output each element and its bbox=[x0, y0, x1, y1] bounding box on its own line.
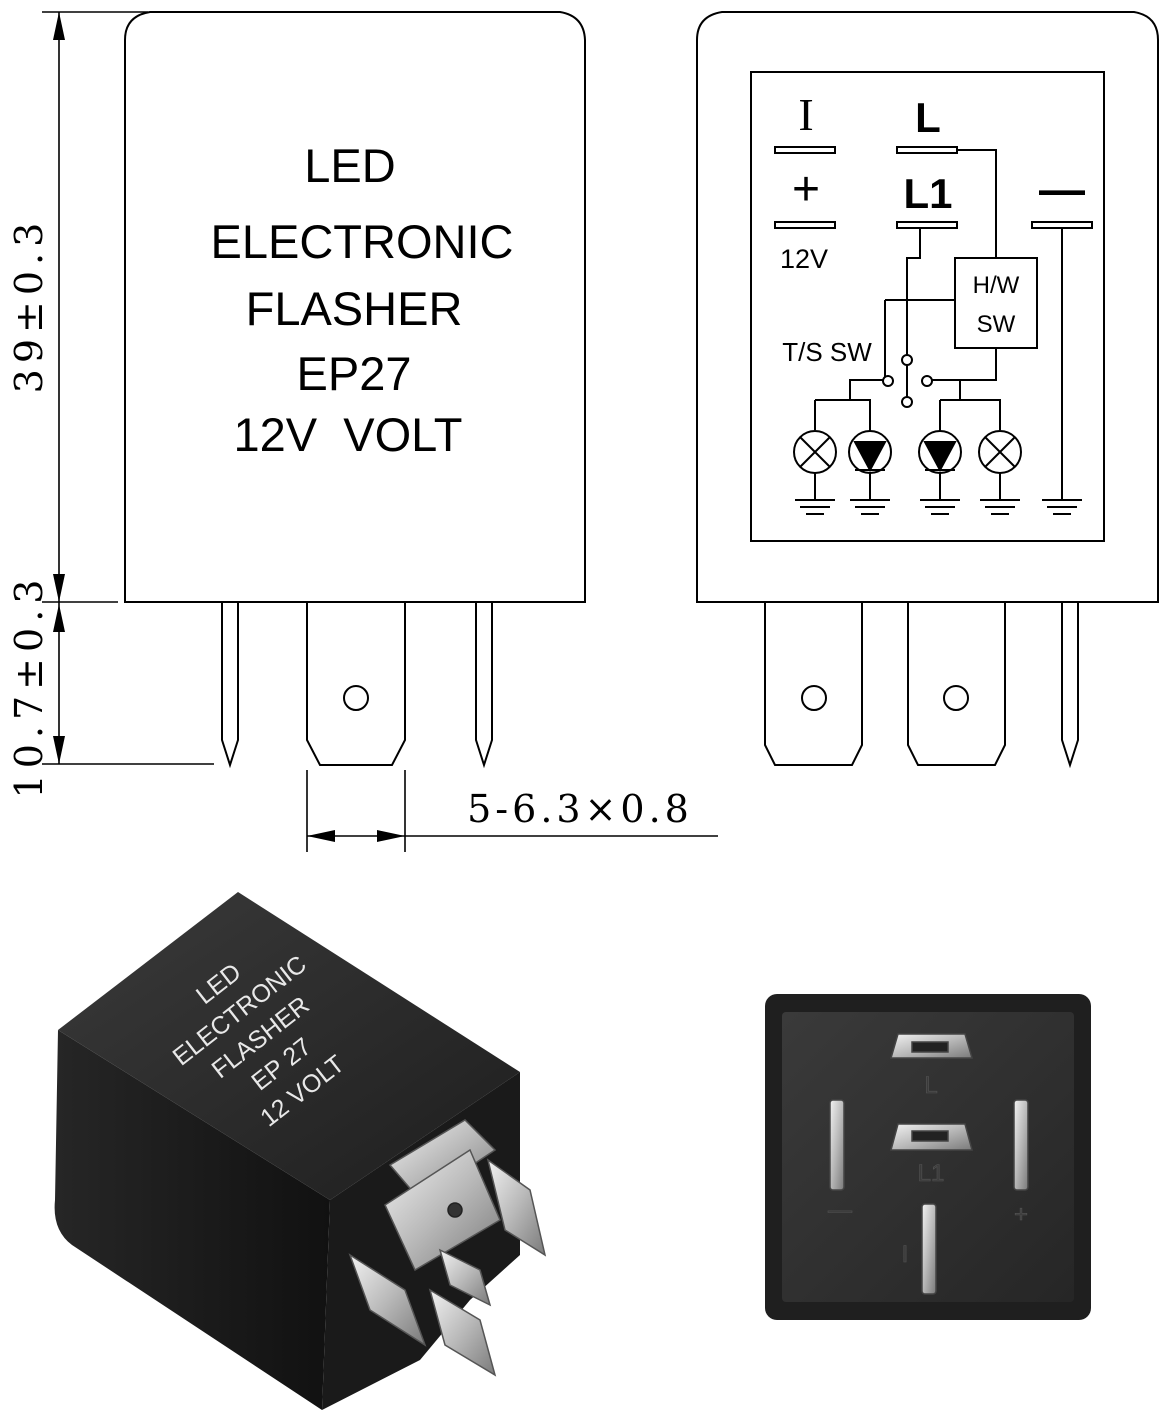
terminal-label-i: I bbox=[798, 89, 813, 140]
voltage-label: 12V bbox=[780, 244, 828, 274]
bottom-pin-labels: L L1 — + I bbox=[828, 1072, 1029, 1269]
bottom-label-i: I bbox=[902, 1241, 909, 1268]
front-pin-right bbox=[475, 602, 493, 769]
terminal-label-l: L bbox=[915, 94, 941, 141]
bulb-lamp-icon bbox=[978, 430, 1022, 500]
arrow-width-right bbox=[377, 830, 405, 842]
rear-housing-outline bbox=[696, 11, 1159, 603]
schematic-grounds bbox=[795, 499, 1082, 515]
bar-i bbox=[774, 146, 836, 154]
bottom-label-minus: — bbox=[828, 1197, 852, 1224]
bottom-label-l1: L1 bbox=[918, 1160, 945, 1187]
switch-contact-right bbox=[921, 375, 933, 387]
bar-minus bbox=[1031, 221, 1093, 229]
led-lamp-icon bbox=[918, 420, 962, 500]
rear-pin-center bbox=[907, 602, 1006, 766]
bar-l1 bbox=[896, 221, 958, 229]
arrow-width-left bbox=[307, 830, 335, 842]
bar-l bbox=[896, 146, 958, 154]
hw-switch-label-line1: H/W bbox=[973, 272, 1020, 299]
bottom-pins bbox=[829, 1033, 1029, 1295]
terminal-label-l1: L1 bbox=[903, 170, 952, 217]
terminal-label-minus: — bbox=[1039, 163, 1085, 215]
rear-pin-right bbox=[1061, 602, 1079, 769]
rear-pin-left-hole bbox=[801, 685, 827, 711]
relay-top-face bbox=[58, 892, 520, 1200]
arrow-top bbox=[53, 12, 65, 40]
bottom-inner-face bbox=[782, 1012, 1074, 1302]
hw-switch-label-line2: SW bbox=[977, 311, 1016, 338]
bottom-pin-i bbox=[921, 1203, 937, 1295]
ground-icon bbox=[795, 499, 835, 515]
front-view-drawing bbox=[124, 11, 586, 769]
front-pin-center bbox=[306, 602, 406, 766]
switch-contact-bottom bbox=[901, 396, 913, 408]
bottom-label-l: L bbox=[924, 1072, 937, 1099]
relay-photo-3d: LED ELECTRONIC FLASHER EP 27 12 VOLT bbox=[54, 892, 547, 1410]
ground-icon bbox=[850, 499, 890, 515]
schematic-switch-contacts bbox=[882, 354, 933, 408]
bulb-lamp-icon bbox=[793, 430, 837, 500]
front-label-line4: EP27 bbox=[297, 347, 412, 400]
front-pin-center-hole bbox=[343, 685, 369, 711]
schematic-lamps bbox=[793, 420, 1022, 500]
front-pin-left bbox=[221, 602, 239, 769]
schematic-labels: I L + L1 — 12V H/W SW T/S SW bbox=[780, 89, 1085, 367]
led-lamp-icon bbox=[848, 420, 892, 500]
rear-pin-center-hole bbox=[943, 685, 969, 711]
switch-contact-top bbox=[901, 354, 913, 366]
front-label-line2: ELECTRONIC bbox=[211, 215, 514, 268]
relay-photo-bottom: L L1 — + I bbox=[765, 994, 1091, 1320]
bottom-label-plus: + bbox=[1014, 1201, 1028, 1228]
dimension-lines bbox=[42, 11, 718, 852]
rear-pin-left bbox=[764, 602, 863, 766]
front-label: LED ELECTRONIC FLASHER EP27 12V VOLT bbox=[211, 139, 514, 461]
hw-switch-box bbox=[954, 257, 1038, 349]
ground-icon bbox=[920, 499, 960, 515]
arrow-mid-down bbox=[53, 604, 65, 632]
relay-front-face bbox=[54, 1030, 330, 1410]
front-housing-outline bbox=[124, 11, 586, 603]
dim-terminal-spec: 5-6.3×0.8 bbox=[467, 787, 693, 831]
ts-switch-label: T/S SW bbox=[782, 337, 872, 367]
bottom-pin-minus bbox=[829, 1099, 845, 1191]
dimension-text: 39±0.3 10.7±0.3 5-6.3×0.8 bbox=[7, 217, 693, 831]
arrow-bottom bbox=[53, 736, 65, 764]
front-label-line1: LED bbox=[304, 139, 395, 192]
dim-body-height: 39±0.3 bbox=[7, 217, 51, 394]
arrow-mid-up bbox=[53, 574, 65, 602]
bar-plus bbox=[774, 221, 836, 229]
ground-icon bbox=[980, 499, 1020, 515]
switch-contact-left bbox=[882, 375, 894, 387]
ground-icon bbox=[1042, 499, 1082, 515]
schematic-circuit bbox=[774, 146, 1093, 500]
front-label-line3: FLASHER bbox=[246, 282, 463, 335]
dimension-arrowheads bbox=[53, 12, 405, 842]
schematic-frame bbox=[750, 71, 1105, 542]
rear-view-drawing bbox=[696, 11, 1159, 769]
relay-pins bbox=[348, 1119, 547, 1377]
front-label-line5: 12V VOLT bbox=[233, 408, 462, 461]
bottom-pin-plus bbox=[1013, 1099, 1029, 1191]
dim-pin-height: 10.7±0.3 bbox=[7, 574, 51, 799]
terminal-label-plus: + bbox=[792, 163, 820, 216]
